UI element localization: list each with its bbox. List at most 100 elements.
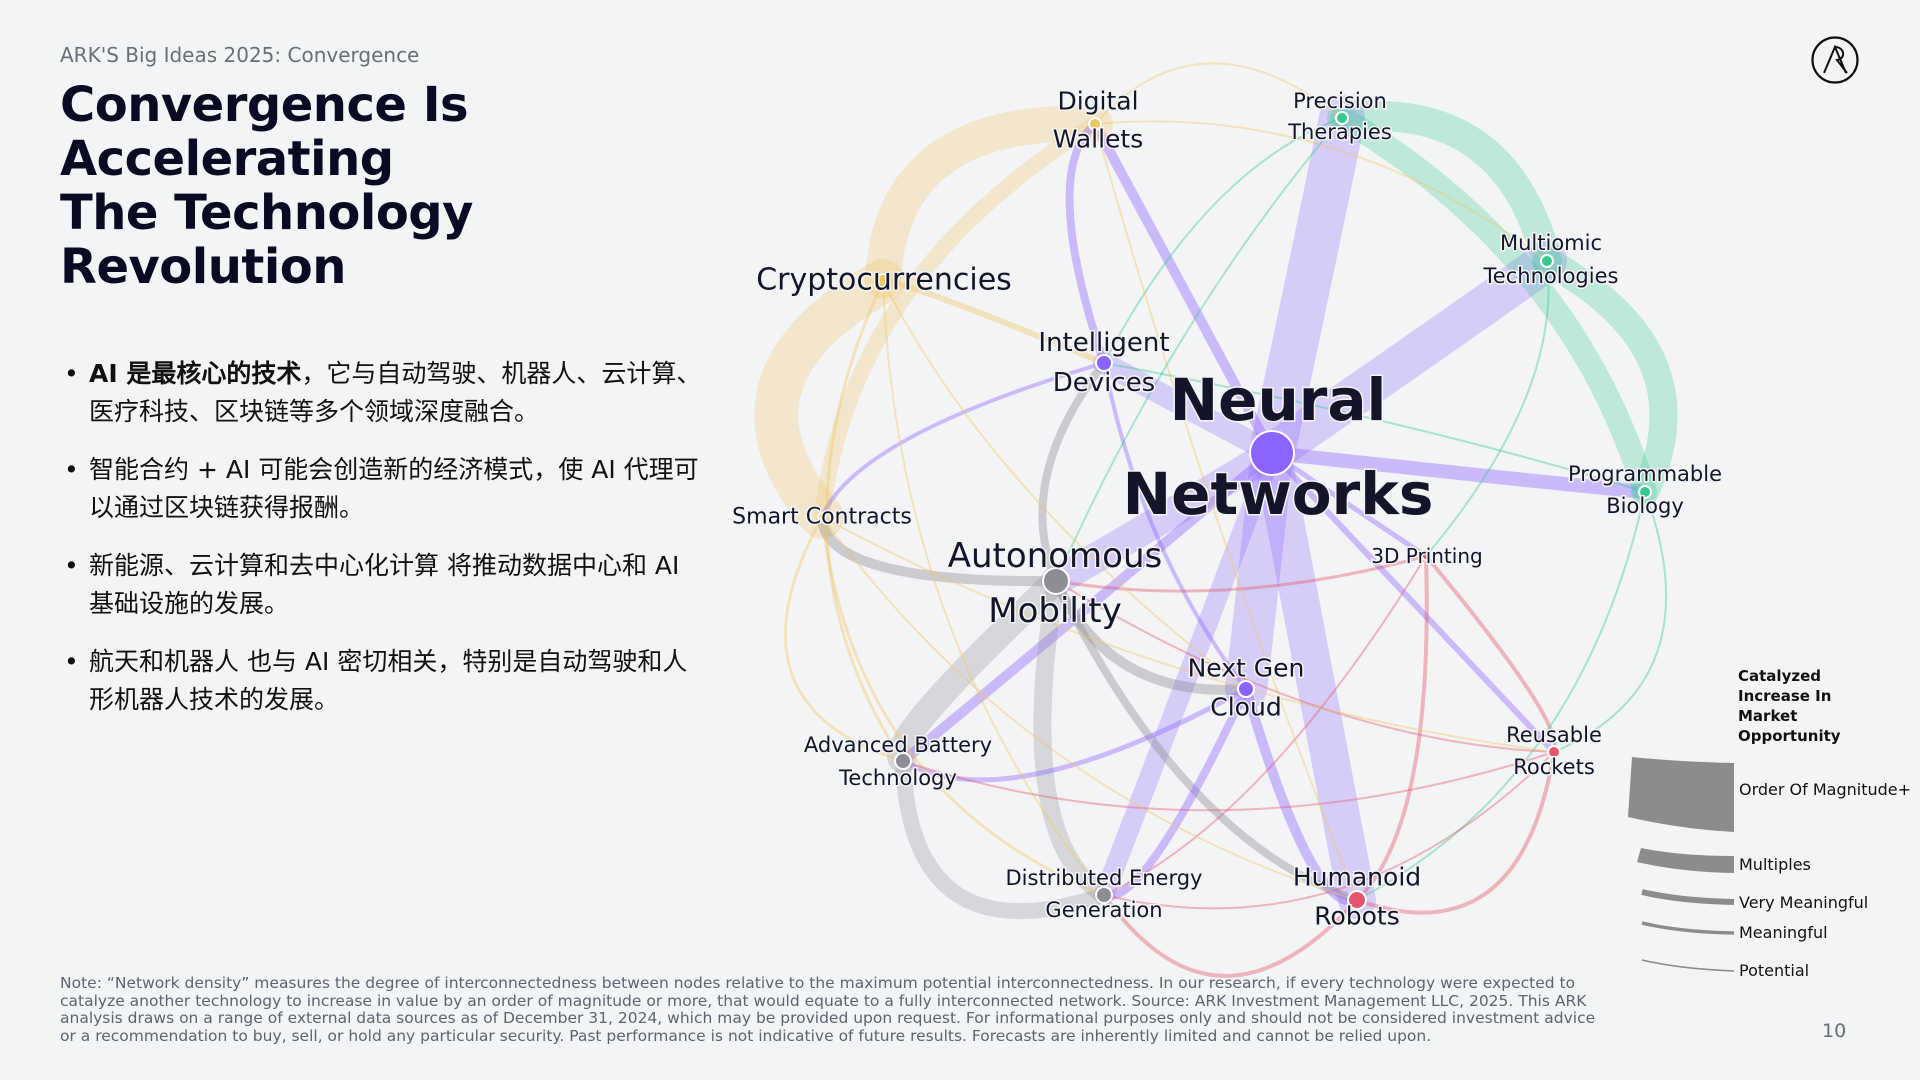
node-label-rockets: Reusable	[1506, 723, 1602, 747]
legend-weight-multiples	[1637, 848, 1734, 873]
legend-label-meaningful: Meaningful	[1739, 923, 1828, 942]
edge-neural-biology	[1265, 446, 1652, 499]
edge-autonomous-cloud	[1051, 576, 1251, 695]
edge-rockets-battery	[902, 751, 1555, 812]
node-label-biology: Programmable	[1568, 462, 1722, 486]
edge-wallets-precision	[1094, 62, 1343, 125]
node-label-multiomic: Multiomic	[1500, 231, 1602, 255]
edge-printing-autonomous	[1054, 554, 1428, 593]
title-line-1: Convergence Is Accelerating	[60, 77, 469, 187]
edge-smart-rockets	[821, 516, 1555, 753]
legend-weight-very-meaningful	[1641, 889, 1735, 905]
edge-neural-printing	[1269, 450, 1429, 559]
eyebrow-text: ARK'S Big Ideas 2025: Convergence	[60, 43, 420, 67]
legend-label-order-of-magnitude: Order Of Magnitude+	[1739, 780, 1912, 799]
edge-precision-intelligent	[1103, 117, 1343, 364]
node-label-cloud: Next Gen	[1188, 654, 1305, 683]
edge-multiomic-biology	[1533, 247, 1678, 506]
node-label-energy: Generation	[1045, 898, 1162, 922]
node-label-biology: Biology	[1606, 494, 1684, 518]
node-wallets	[1088, 117, 1102, 131]
bullet-item: 智能合约 + AI 可能会创造新的经济模式，使 AI 代理可以通过区块链获得报酬…	[62, 451, 702, 527]
edge-battery-energy	[895, 753, 1112, 920]
node-label-multiomic: Technologies	[1483, 264, 1619, 288]
node-energy	[1095, 886, 1113, 904]
edge-rockets-autonomous	[1055, 580, 1555, 753]
edge-neural-precision	[1249, 95, 1365, 476]
edge-crypto-energy	[882, 280, 1105, 896]
title-line-2: The Technology Revolution	[60, 185, 473, 295]
node-label-crypto: Cryptocurrencies	[756, 263, 1012, 298]
edge-autonomous-smart	[817, 512, 1061, 587]
edge-neural-intelligent	[1093, 352, 1283, 464]
edge-neural-energy	[1094, 443, 1282, 905]
footnote: Note: “Network density” measures the deg…	[60, 974, 1596, 1045]
edge-rockets-energy	[1103, 751, 1555, 910]
edge-smart-battery	[783, 515, 905, 763]
page-number: 10	[1822, 1020, 1847, 1042]
edge-autonomous-intelligent	[1038, 359, 1108, 585]
edge-biology-rockets	[1553, 491, 1668, 753]
edge-multiomic-printing	[1425, 260, 1550, 557]
node-label-intelligent: Devices	[1053, 368, 1155, 398]
legend-weight-potential	[1641, 959, 1735, 972]
edge-neural-humanoid	[1253, 434, 1376, 919]
node-biology	[1638, 485, 1652, 499]
legend-title: Catalyzed Increase In Market Opportunity	[1738, 667, 1841, 745]
edge-smart-energy	[820, 515, 1106, 897]
edge-printing-energy	[1103, 555, 1427, 896]
edge-crypto-cloud	[882, 280, 1247, 690]
edge-wallets-smart	[814, 116, 1103, 525]
node-precision	[1335, 111, 1349, 125]
node-label-neural: Networks	[1123, 460, 1434, 528]
edge-humanoid-printing	[1355, 554, 1429, 902]
bullet-item: 航天和机器人 也与 AI 密切相关，特别是自动驾驶和人形机器人技术的发展。	[62, 643, 702, 719]
node-label-precision: Therapies	[1287, 120, 1392, 144]
network-nodes	[817, 111, 1652, 910]
edge-biology-intelligent	[1103, 362, 1646, 493]
node-label-humanoid: Robots	[1314, 902, 1400, 931]
bullet-item: AI 是最核心的技术，它与自动驾驶、机器人、云计算、医疗科技、区块链等多个领域深…	[62, 355, 702, 431]
node-label-neural: Neural	[1170, 366, 1387, 434]
edge-precision-biology	[1330, 106, 1657, 504]
edge-neural-cloud	[1225, 432, 1293, 710]
page-title: Convergence Is Accelerating The Technolo…	[60, 78, 740, 294]
node-label-battery: Advanced Battery	[804, 733, 992, 757]
edge-intelligent-cloud	[1102, 361, 1248, 691]
node-autonomous	[1042, 567, 1070, 595]
edge-wallets-humanoid	[1094, 123, 1358, 901]
legend-label-multiples: Multiples	[1739, 855, 1811, 874]
edge-rockets-printing	[1424, 554, 1558, 754]
bullet-item: 新能源、云计算和去中心化计算 将推动数据中心和 AI 基础设施的发展。	[62, 547, 702, 623]
node-cloud	[1237, 680, 1255, 698]
node-humanoid	[1347, 890, 1367, 910]
edge-crypto-smart	[754, 259, 905, 539]
edge-cloud-humanoid	[1241, 684, 1362, 906]
edge-precision-multiomic	[1327, 100, 1562, 276]
node-crypto	[875, 273, 891, 289]
edge-crypto-wallets	[865, 105, 1113, 299]
edge-neural-autonomous	[1041, 438, 1287, 596]
edge-autonomous-humanoid	[1052, 577, 1361, 904]
edge-neural-wallets	[1090, 119, 1277, 458]
edge-biology-humanoid	[1356, 491, 1646, 901]
edge-intelligent-wallets	[1065, 120, 1108, 367]
edge-autonomous-energy	[1033, 572, 1113, 904]
edge-neural-battery	[898, 448, 1277, 766]
legend-label-very-meaningful: Very Meaningful	[1739, 893, 1869, 912]
edge-wallets-multiomic	[1094, 120, 1548, 262]
bullet-text: 智能合约 + AI 可能会创造新的经济模式，使 AI 代理可以通过区块链获得报酬…	[89, 455, 699, 522]
node-label-autonomous: Autonomous	[948, 536, 1162, 576]
edge-intelligent-smart	[820, 361, 1106, 519]
node-label-smart: Smart Contracts	[732, 505, 912, 530]
bullet-text: 新能源、云计算和去中心化计算 将推动数据中心和 AI 基础设施的发展。	[89, 551, 680, 618]
node-label-wallets: Digital	[1057, 87, 1138, 116]
legend-weights-graphic	[1628, 757, 1735, 972]
bullet-list: AI 是最核心的技术，它与自动驾驶、机器人、云计算、医疗科技、区块链等多个领域深…	[62, 355, 702, 739]
node-battery	[894, 752, 912, 770]
edge-humanoid-rockets	[1355, 750, 1556, 915]
network-labels: NeuralNetworksAutonomousMobilityCryptocu…	[731, 85, 1724, 932]
edge-humanoid-energy	[1102, 893, 1359, 978]
legend-weight-order-of-magnitude	[1628, 757, 1734, 832]
